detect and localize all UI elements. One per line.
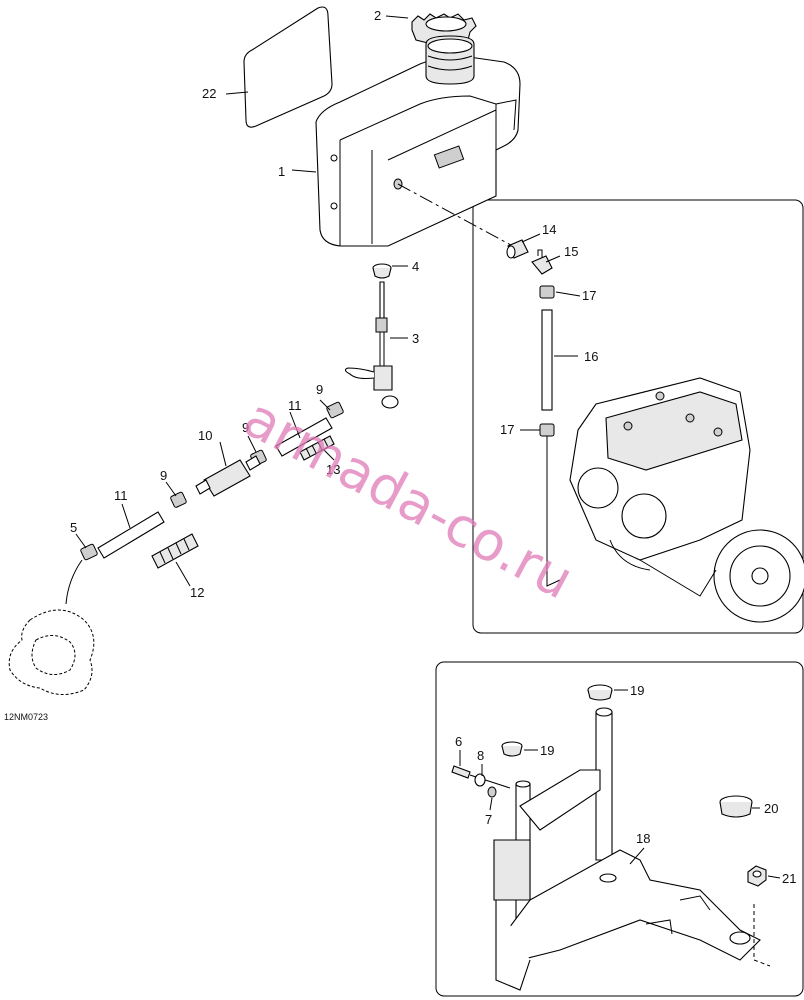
elbow-part-15 xyxy=(531,249,553,275)
callout-21: 21 xyxy=(782,871,796,886)
callout-16: 16 xyxy=(584,349,598,364)
callout-6: 6 xyxy=(455,734,462,749)
spring-part-13 xyxy=(299,435,335,461)
clamp-part-5 xyxy=(65,543,98,605)
hose-part-11-upper xyxy=(275,417,333,457)
grommet-part-20 xyxy=(719,795,753,818)
washer-part-7 xyxy=(487,786,497,798)
hose-part-16 xyxy=(541,309,553,411)
grommet-part-4 xyxy=(372,263,392,279)
engine-inset-frame xyxy=(472,199,804,634)
callout-19-upper: 19 xyxy=(630,683,644,698)
callout-9-mid: 9 xyxy=(242,420,249,435)
callout-15: 15 xyxy=(564,244,578,259)
clamp-part-17-lower xyxy=(539,423,561,587)
engine-drawing xyxy=(569,377,804,623)
callout-17-lower: 17 xyxy=(500,422,514,437)
bracket-inset-frame xyxy=(435,661,804,997)
callout-3: 3 xyxy=(412,331,419,346)
watermark-text: armada-co.ru xyxy=(234,386,583,612)
callout-5: 5 xyxy=(70,520,77,535)
callout-14: 14 xyxy=(542,222,556,237)
filter-part-10 xyxy=(195,455,261,497)
bracket-part-18 xyxy=(493,707,771,991)
gasket-part-22 xyxy=(243,6,333,128)
callout-4: 4 xyxy=(412,259,419,274)
callout-11-upper: 11 xyxy=(288,398,302,413)
callout-17-upper: 17 xyxy=(582,288,596,303)
grommet-part-19-upper xyxy=(587,684,613,701)
fuel-pump-outline xyxy=(8,609,95,695)
fitting-part-14 xyxy=(506,239,529,259)
callout-8: 8 xyxy=(477,748,484,763)
grommet-part-19-lower xyxy=(501,741,523,757)
drawing-code: 12NM0723 xyxy=(4,712,48,722)
nut-part-21 xyxy=(747,865,767,887)
clamp-part-17-upper xyxy=(539,285,555,299)
tank-part-1 xyxy=(315,35,521,247)
callout-18: 18 xyxy=(636,831,650,846)
callout-13: 13 xyxy=(326,462,340,477)
vent-hose-route-line xyxy=(397,183,521,251)
clamp-part-9-upper xyxy=(326,401,344,419)
callout-19-lower: 19 xyxy=(540,743,554,758)
callout-9-upper: 9 xyxy=(316,382,323,397)
spring-part-12 xyxy=(151,533,199,569)
washer-part-8 xyxy=(474,773,486,787)
callout-9-lower: 9 xyxy=(160,468,167,483)
callout-20: 20 xyxy=(764,801,778,816)
callout-10: 10 xyxy=(198,428,212,443)
hose-part-11-lower xyxy=(97,511,165,559)
callout-12: 12 xyxy=(190,585,204,600)
callout-22: 22 xyxy=(202,86,216,101)
callout-7: 7 xyxy=(485,812,492,827)
callout-1: 1 xyxy=(278,164,285,179)
callout-2: 2 xyxy=(374,8,381,23)
clamp-part-9-lower xyxy=(170,491,187,508)
pickup-part-3 xyxy=(344,281,399,409)
leader-lines xyxy=(75,15,781,879)
callout-11-lower: 11 xyxy=(114,488,128,503)
